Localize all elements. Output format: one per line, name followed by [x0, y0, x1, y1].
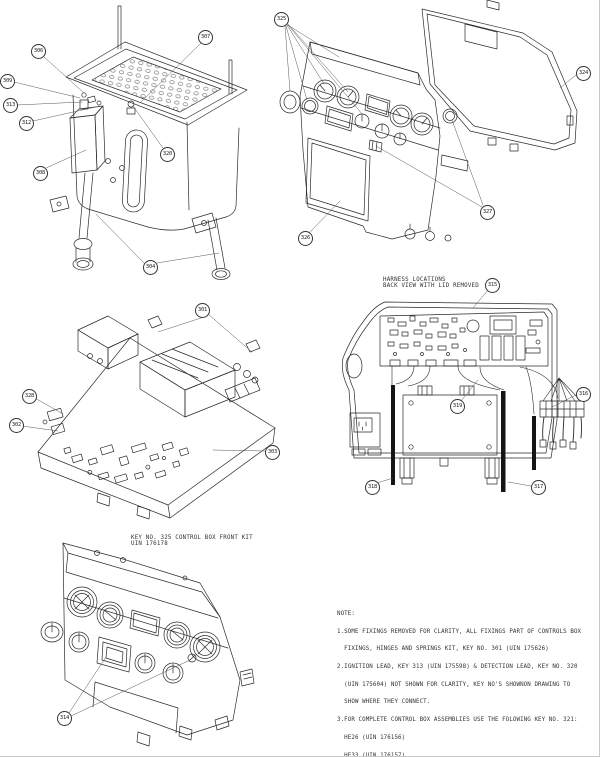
hinge-clips: [147, 315, 261, 403]
loose-knob: [40, 621, 64, 643]
chassis-pcb-drawing: [21, 313, 276, 520]
note-line: 1.SOME FIXINGS REMOVED FOR CLARITY, ALL …: [337, 628, 582, 635]
callout-313: 313: [3, 98, 18, 113]
note-line: HE33 (UIN 176157): [337, 752, 406, 757]
control-box-front-kit-drawing: [40, 542, 255, 747]
notes-heading: NOTE:: [337, 610, 355, 617]
callout-317: 317: [531, 480, 546, 495]
box-outline: [341, 301, 558, 459]
pump-box: [69, 99, 106, 174]
notes-block: NOTE: 1.SOME FIXINGS REMOVED FOR CLARITY…: [337, 600, 582, 757]
harness-title-line2: BACK VIEW WITH LID REMOVED: [383, 283, 479, 290]
feet: [399, 457, 500, 485]
displays-and-door: [305, 93, 391, 222]
rim-fittings: [81, 92, 136, 115]
callout-301: 301: [195, 303, 210, 318]
lower-body: [92, 668, 255, 747]
note-line: 3.FOR COMPLETE CONTROL BOX ASSEMBLIES US…: [337, 717, 578, 724]
callout-303: 303: [265, 445, 280, 460]
harness-back-view-drawing: [341, 289, 585, 492]
brackets: [49, 195, 217, 234]
note-line: 2.IGNITION LEAD, KEY 313 (UIN 175598) & …: [337, 663, 578, 670]
harness-trunks: [391, 385, 536, 492]
front-kit-caption-line2: UIN 176178: [131, 541, 168, 548]
callout-319: 319: [450, 399, 465, 414]
leader-lines: [13, 42, 220, 264]
control-box-exploded-drawing: [279, 0, 578, 242]
panel-screw: [187, 653, 197, 663]
front-kit-caption: KEY NO. 325 CONTROL BOX FRONT KIT UIN 17…: [131, 535, 253, 548]
figure-chassis-pcb: [0, 290, 300, 520]
callout-315: 315: [485, 278, 500, 293]
callout-328: 328: [22, 389, 37, 404]
callout-308: 308: [33, 166, 48, 181]
figure-control-box-front-kit: [0, 520, 300, 756]
callout-324: 324: [576, 66, 591, 81]
display-window: [129, 609, 161, 637]
mains-socket: [349, 412, 382, 456]
callout-327: 327: [480, 205, 495, 220]
connector-block-316: [539, 377, 585, 450]
rocker-switch: [96, 636, 132, 673]
callout-326: 326: [298, 231, 313, 246]
callout-312: 312: [19, 116, 34, 131]
harness-title-line1: HARNESS LOCATIONS: [383, 277, 446, 283]
chassis-outline: [37, 337, 276, 519]
harness-figure-title: HARNESS LOCATIONS BACK VIEW WITH LID REM…: [383, 277, 479, 290]
rear-door: [402, 385, 498, 456]
leader-lines: [284, 23, 577, 233]
leader-lines: [376, 289, 577, 487]
casters: [404, 223, 452, 242]
note-line: HE26 (UIN 176156): [337, 734, 406, 741]
callout-306: 306: [31, 44, 46, 59]
tank-posts: [117, 5, 233, 95]
main-pcb: [379, 311, 549, 367]
loose-knob: [279, 90, 301, 114]
note-line: (UIN 175604) NOT SHOWN FOR CLARITY, KEY …: [337, 681, 571, 688]
gauges-and-knobs: [279, 79, 458, 146]
callout-314: 314: [57, 711, 72, 726]
rear-lid-panel: [421, 0, 578, 152]
pcb-components: [63, 441, 190, 484]
figure-harness-back-view: [330, 270, 599, 510]
callout-318: 318: [365, 480, 380, 495]
tank-rim: [65, 41, 248, 126]
terminal-box: [77, 315, 139, 370]
figure-control-box-exploded: [270, 0, 599, 260]
callout-307: 307: [198, 30, 213, 45]
harness-routing: [391, 365, 559, 415]
tank-assembly-drawing: [13, 5, 248, 280]
gauges: [66, 586, 221, 663]
callout-320: 320: [160, 147, 175, 162]
left-connectors: [42, 407, 151, 520]
callout-309: 309: [0, 74, 15, 89]
callout-325: 325: [274, 12, 289, 27]
tank-body: [72, 94, 240, 231]
knobs: [40, 621, 184, 684]
callout-302: 302: [9, 418, 24, 433]
front-assembly: [299, 41, 469, 240]
leader-lines: [21, 313, 266, 452]
leader-lines: [68, 656, 189, 717]
front-kit-caption-line1: KEY NO. 325 CONTROL BOX FRONT KIT: [131, 535, 253, 541]
callout-304: 304: [143, 260, 158, 275]
drain-pipes: [72, 172, 231, 280]
figure-tank-assembly: [0, 0, 260, 300]
note-line: FIXINGS, HINGES AND SPRINGS KIT, KEY NO.…: [337, 646, 549, 653]
note-line: SHOW WHERE THEY CONNECT.: [337, 699, 431, 706]
callout-316: 316: [576, 387, 591, 402]
